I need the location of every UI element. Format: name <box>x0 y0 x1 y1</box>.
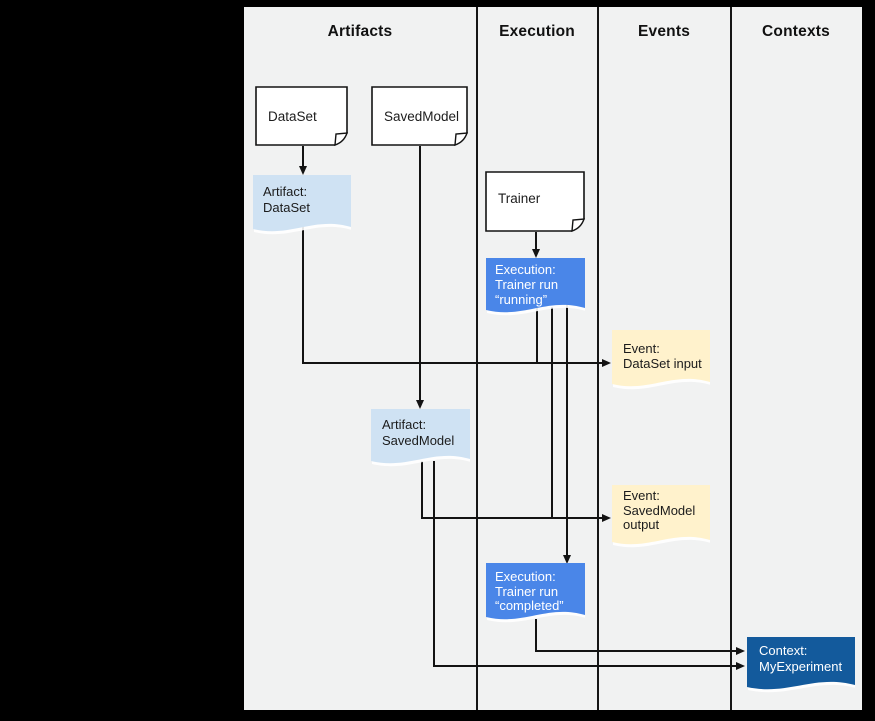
folded-corner-icon <box>334 132 348 146</box>
node-execution-running-line2: Trainer run <box>495 277 559 292</box>
node-artifact-savedmodel-line2: SavedModel <box>382 432 455 448</box>
column-header-execution: Execution <box>499 23 575 40</box>
node-context-myexperiment-line1: Context: <box>759 643 808 658</box>
node-trainer-label: Trainer <box>498 191 541 206</box>
connector-artifact-savedmodel-to-event <box>421 517 603 519</box>
document-shape <box>485 171 585 232</box>
connector-trainer-to-execution <box>535 232 537 250</box>
connector-artifact-savedmodel-to-context <box>433 665 737 667</box>
connector-artifact-dataset-to-event <box>302 362 603 364</box>
arrowhead-context-from-artifact <box>736 661 745 670</box>
node-execution-completed: Execution: Trainer run “completed” <box>486 563 585 629</box>
arrowhead-savedmodel-to-artifact <box>415 400 424 409</box>
folded-corner-icon <box>571 218 585 232</box>
column-divider-execution-events <box>597 7 599 710</box>
diagram-canvas: Artifacts Execution Events Contexts <box>244 7 862 710</box>
node-savedmodel: SavedModel <box>371 86 468 146</box>
wave-shape <box>486 563 585 623</box>
column-header-events: Events <box>637 23 691 40</box>
connector-running-to-event-savedmodel <box>551 307 553 519</box>
node-artifact-savedmodel-line1: Artifact: <box>382 417 427 432</box>
node-execution-running-line1: Execution: <box>495 262 556 277</box>
arrowhead-trainer-to-execution <box>531 249 540 258</box>
node-context-myexperiment-line2: MyExperiment <box>759 658 843 674</box>
node-trainer: Trainer <box>485 171 585 232</box>
folded-corner-icon <box>454 132 468 146</box>
node-execution-completed-line2: Trainer run <box>495 583 559 599</box>
connector-artifact-savedmodel-down <box>421 461 423 519</box>
wave-shape <box>253 175 351 235</box>
node-event-savedmodel-output-line1: Event: <box>623 488 660 503</box>
node-context-myexperiment: Context: MyExperiment <box>747 637 855 699</box>
connector-running-to-event-dataset <box>536 307 538 364</box>
connector-dataset-to-artifact <box>302 146 304 167</box>
node-event-dataset-input: Event: DataSet input <box>612 330 710 396</box>
document-shape <box>371 86 468 146</box>
wave-shape <box>612 485 710 548</box>
arrowhead-event-dataset-input <box>602 358 611 367</box>
node-event-savedmodel-output-line2: SavedModel <box>623 502 696 518</box>
column-divider-artifacts-execution <box>476 7 478 710</box>
wave-shape <box>486 258 585 316</box>
node-artifact-dataset: Artifact: DataSet <box>253 175 351 241</box>
node-dataset: DataSet <box>255 86 348 146</box>
arrowhead-dataset-to-artifact <box>298 166 307 175</box>
node-savedmodel-label: SavedModel <box>384 108 460 124</box>
node-event-savedmodel-output-line3: output <box>623 517 660 532</box>
node-execution-running: Execution: Trainer run “running” <box>486 258 585 322</box>
wave-shape <box>612 330 710 390</box>
node-artifact-dataset-line1: Artifact: <box>263 184 308 199</box>
node-artifact-dataset-line2: DataSet <box>263 199 310 215</box>
node-event-dataset-input-line2: DataSet input <box>623 356 702 371</box>
column-divider-events-contexts <box>729 7 732 710</box>
column-header-artifacts: Artifacts <box>327 23 393 40</box>
node-execution-completed-line1: Execution: <box>495 569 556 584</box>
connector-artifact-savedmodel-to-context-down <box>433 461 435 667</box>
wave-shape <box>371 409 470 467</box>
connector-completed-to-context <box>535 650 737 652</box>
connector-running-to-completed <box>566 305 568 556</box>
node-execution-running-line3: “running” <box>495 292 548 307</box>
node-event-dataset-input-line1: Event: <box>623 341 660 356</box>
connector-completed-to-context-down <box>535 619 537 652</box>
node-execution-completed-line3: “completed” <box>495 598 564 613</box>
node-artifact-savedmodel: Artifact: SavedModel <box>371 409 470 473</box>
arrowhead-running-to-completed <box>562 555 571 564</box>
arrowhead-event-savedmodel-output <box>602 513 611 522</box>
node-event-savedmodel-output: Event: SavedModel output <box>612 485 710 554</box>
wave-shape <box>747 637 855 693</box>
connector-savedmodel-to-artifact <box>419 146 421 400</box>
column-header-contexts: Contexts <box>762 23 830 40</box>
arrowhead-context-from-completed <box>736 646 745 655</box>
node-dataset-label: DataSet <box>268 108 317 124</box>
document-shape <box>255 86 348 146</box>
connector-artifact-dataset-down <box>302 225 304 364</box>
